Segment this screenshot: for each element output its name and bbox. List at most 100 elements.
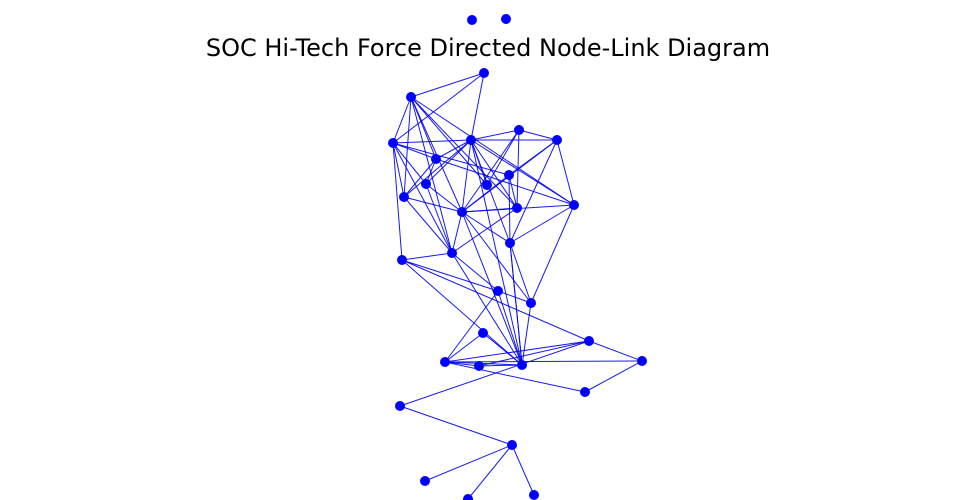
edge-3-4 [470, 72, 485, 141]
edge-5-14 [403, 96, 412, 198]
edge-22-24 [482, 332, 523, 366]
edge-17-19 [401, 252, 453, 261]
edge-13-17 [451, 207, 518, 254]
edge-12-17 [425, 183, 453, 254]
edge-18-20 [509, 242, 532, 304]
edge-30-32 [511, 444, 535, 496]
node-6[interactable] [514, 125, 524, 135]
node-32[interactable] [529, 490, 539, 500]
node-17[interactable] [447, 248, 457, 258]
node-8[interactable] [388, 138, 398, 148]
node-4[interactable] [466, 135, 476, 145]
node-18[interactable] [505, 238, 515, 248]
edge-16-18 [461, 211, 511, 244]
node-5[interactable] [406, 92, 416, 102]
edge-5-11 [410, 96, 488, 186]
node-11[interactable] [482, 180, 492, 190]
edge-14-16 [403, 196, 463, 213]
edge-15-20 [530, 204, 575, 304]
edge-8-9 [392, 142, 437, 160]
edge-18-24 [509, 242, 523, 366]
edge-17-16 [451, 211, 463, 254]
edge-16-20 [461, 211, 532, 304]
node-22[interactable] [478, 328, 488, 338]
node-2[interactable] [501, 14, 511, 24]
edge-6-11 [486, 129, 520, 186]
edge-22-25 [444, 332, 484, 363]
edge-16-24 [461, 211, 523, 366]
edge-10-13 [508, 174, 518, 209]
node-26[interactable] [584, 336, 594, 346]
edge-21-25 [444, 290, 499, 363]
edge-20-21 [497, 290, 532, 304]
edge-19-24 [401, 259, 523, 366]
node-layer [388, 14, 647, 500]
edge-25-26 [444, 340, 590, 363]
edge-4-6 [470, 129, 520, 141]
edge-15-18 [509, 204, 575, 244]
edge-8-19 [392, 142, 403, 261]
edge-12-16 [425, 183, 463, 213]
node-19[interactable] [397, 255, 407, 265]
node-33[interactable] [463, 494, 473, 500]
node-15[interactable] [569, 200, 579, 210]
edge-4-16 [461, 139, 472, 213]
edge-20-24 [521, 302, 532, 366]
edge-5-8 [392, 96, 412, 144]
edge-5-15 [410, 96, 575, 206]
edge-4-24 [470, 139, 523, 366]
node-27[interactable] [637, 356, 647, 366]
edge-25-27 [444, 360, 643, 363]
edge-26-29 [399, 340, 590, 407]
node-25[interactable] [440, 357, 450, 367]
edge-25-28 [444, 361, 586, 393]
edge-4-12 [425, 139, 472, 185]
edge-5-17 [410, 96, 453, 254]
edge-6-7 [518, 129, 558, 141]
node-13[interactable] [512, 203, 522, 213]
edge-27-28 [584, 360, 643, 393]
node-3[interactable] [479, 68, 489, 78]
node-30[interactable] [507, 440, 517, 450]
edge-4-11 [470, 139, 488, 186]
node-20[interactable] [526, 298, 536, 308]
edge-14-17 [403, 196, 453, 254]
edge-4-9 [435, 139, 472, 160]
edge-19-26 [401, 259, 590, 342]
edge-17-24 [451, 252, 523, 366]
node-14[interactable] [399, 192, 409, 202]
edge-5-13 [410, 96, 518, 209]
node-28[interactable] [580, 387, 590, 397]
edge-29-30 [399, 405, 513, 446]
node-29[interactable] [395, 401, 405, 411]
node-23[interactable] [474, 361, 484, 371]
edge-layer [392, 72, 643, 500]
edge-9-15 [435, 158, 575, 206]
edge-26-27 [588, 340, 643, 362]
node-7[interactable] [552, 135, 562, 145]
edge-10-16 [461, 174, 510, 213]
node-21[interactable] [493, 286, 503, 296]
edge-30-31 [424, 444, 513, 482]
edge-6-16 [461, 129, 520, 213]
node-31[interactable] [420, 476, 430, 486]
edge-7-15 [556, 139, 575, 206]
edge-3-5 [410, 72, 485, 98]
edge-24-25 [444, 361, 523, 366]
edge-23-26 [478, 340, 590, 367]
edge-9-14 [403, 158, 437, 198]
edge-21-24 [497, 290, 523, 366]
edge-30-33 [467, 444, 513, 500]
node-10[interactable] [504, 170, 514, 180]
node-1[interactable] [467, 15, 477, 25]
node-12[interactable] [421, 179, 431, 189]
node-9[interactable] [431, 154, 441, 164]
edge-4-8 [392, 139, 472, 144]
edge-19-21 [401, 259, 499, 292]
node-24[interactable] [517, 360, 527, 370]
edge-8-14 [392, 142, 405, 198]
edge-4-14 [403, 139, 472, 198]
edge-8-17 [392, 142, 453, 254]
node-16[interactable] [457, 207, 467, 217]
